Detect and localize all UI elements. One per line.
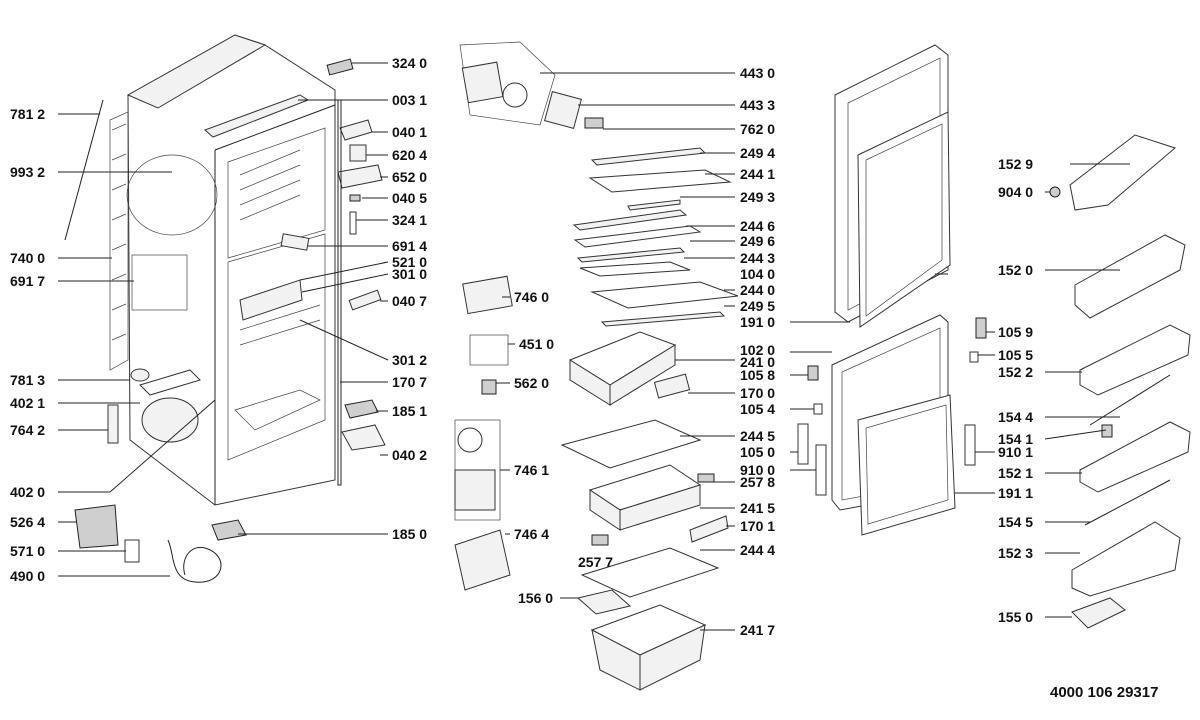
callout-label: 691 7 (10, 273, 45, 289)
callout-label: 244 1 (740, 166, 775, 182)
callout-label: 402 0 (10, 484, 45, 500)
callout-label: 105 5 (998, 347, 1033, 363)
callout-label: 301 0 (392, 266, 427, 282)
callout-label: 152 3 (998, 545, 1033, 561)
callout-label: 241 5 (740, 500, 775, 516)
callout-label: 241 7 (740, 622, 775, 638)
callout-label: 490 0 (10, 568, 45, 584)
cabinet (64, 34, 336, 506)
callout-label: 244 5 (740, 428, 775, 444)
callout-label: 105 8 (740, 367, 775, 383)
callout-label: 451 0 (519, 336, 554, 352)
callout-label: 105 0 (740, 444, 775, 460)
callout-label: 764 2 (10, 422, 45, 438)
callout-label: 152 0 (998, 262, 1033, 278)
callout-label: 003 1 (392, 92, 427, 108)
callout-label: 257 8 (740, 474, 775, 490)
callout-label: 652 0 (392, 169, 427, 185)
callout-label: 257 7 (578, 554, 613, 570)
callout-label: 746 4 (514, 526, 549, 542)
callout-label: 244 6 (740, 218, 775, 234)
callout-label: 191 0 (740, 314, 775, 330)
callout-label: 526 4 (10, 514, 45, 530)
door-shelves (1049, 134, 1191, 629)
callout-label: 910 0 (740, 462, 775, 478)
callout-label: 571 0 (10, 543, 45, 559)
callout-label: 746 0 (514, 289, 549, 305)
left-small-parts (74, 58, 386, 583)
callout-label: 443 3 (740, 97, 775, 113)
callout-label: 249 3 (740, 189, 775, 205)
callout-label: 993 2 (10, 164, 45, 180)
callout-label: 910 1 (998, 444, 1033, 460)
callout-label: 155 0 (998, 609, 1033, 625)
callout-label: 324 1 (392, 212, 427, 228)
callout-label: 185 1 (392, 403, 427, 419)
callout-label: 170 7 (392, 374, 427, 390)
callout-label: 152 2 (998, 364, 1033, 380)
callout-labels: 324 0 003 1 781 2 040 1 620 4 993 2 652 … (10, 55, 1158, 701)
callout-label: 691 4 (392, 238, 427, 254)
callout-label: 324 0 (392, 55, 427, 71)
callout-label: 154 5 (998, 514, 1033, 530)
callout-label: 244 4 (740, 542, 775, 558)
callout-label: 154 4 (998, 409, 1033, 425)
callout-label: 620 4 (392, 147, 427, 163)
callout-label: 040 7 (392, 293, 427, 309)
doors (831, 44, 987, 536)
callout-label: 185 0 (392, 526, 427, 542)
callout-label: 191 1 (998, 485, 1033, 501)
callout-label: 562 0 (514, 375, 549, 391)
callout-label: 301 2 (392, 352, 427, 368)
callout-label: 154 1 (998, 431, 1033, 447)
callout-label: 102 0 (740, 342, 775, 358)
callout-label: 156 0 (518, 590, 553, 606)
callout-label: 152 9 (998, 156, 1033, 172)
document-code: 4000 106 29317 (1050, 684, 1158, 701)
callout-label: 244 3 (740, 250, 775, 266)
callout-label: 152 1 (998, 465, 1033, 481)
callout-label: 443 0 (740, 65, 775, 81)
callout-label: 105 4 (740, 401, 775, 417)
callout-label: 740 0 (10, 250, 45, 266)
callout-label: 746 1 (514, 462, 549, 478)
callout-label: 249 5 (740, 298, 775, 314)
callout-label: 762 0 (740, 121, 775, 137)
callout-label: 040 1 (392, 124, 427, 140)
callout-label: 105 9 (998, 324, 1033, 340)
callout-label: 781 3 (10, 372, 45, 388)
callout-label: 170 1 (740, 518, 775, 534)
callout-label: 249 6 (740, 233, 775, 249)
callout-label: 904 0 (998, 184, 1033, 200)
callout-label: 104 0 (740, 266, 775, 282)
callout-label: 244 0 (740, 282, 775, 298)
callout-label: 402 1 (10, 395, 45, 411)
callout-label: 249 4 (740, 145, 775, 161)
callout-label: 170 0 (740, 385, 775, 401)
callout-label: 040 2 (392, 447, 427, 463)
leader-lines (58, 62, 1130, 631)
callout-label: 040 5 (392, 190, 427, 206)
middle-parts (454, 41, 827, 691)
callout-label: 241 0 (740, 354, 775, 370)
callout-label: 781 2 (10, 106, 45, 122)
callout-label: 521 0 (392, 254, 427, 270)
